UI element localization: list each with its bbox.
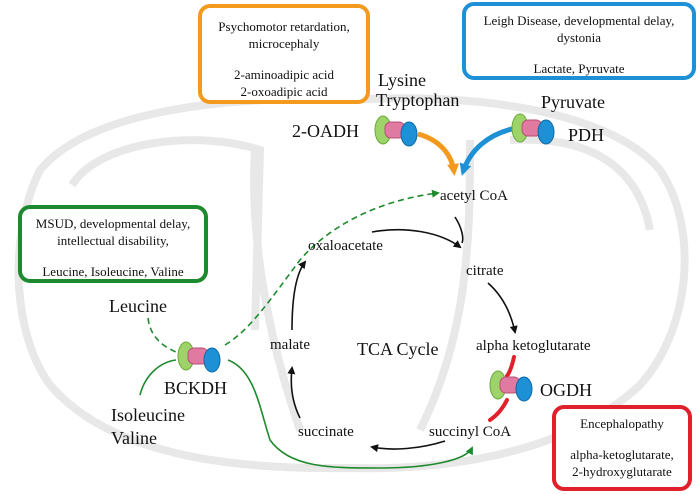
metabolite-succinyl-coa: succinyl CoA: [429, 424, 512, 440]
metabolite-acetyl-coa: acetyl CoA: [440, 188, 508, 204]
bckdh-enzyme-icon: [177, 341, 221, 373]
metabolite-alpha-ketoglutarate: alpha ketoglutarate: [476, 338, 591, 354]
enzyme-label-pdh: PDH: [568, 125, 605, 145]
tca-cycle-arrows: [287, 216, 518, 453]
tca-cycle-title: TCA Cycle: [357, 339, 439, 359]
isoleucine-valine-to-bckdh: [139, 359, 177, 396]
substrate-isoleucine: Isoleucine: [111, 405, 185, 425]
enzyme-label-bckdh: BCKDH: [164, 378, 228, 398]
bckdh-to-acetylcoa-arrow: [224, 189, 440, 346]
pdh-metabolite-line: Lactate, Pyruvate: [533, 61, 625, 76]
arrow-oxaloacetate-citrate: [371, 228, 462, 249]
metabolite-succinate: succinate: [298, 424, 354, 440]
arrow-succinate-malate: [287, 366, 301, 419]
bckdh-pathways: [139, 189, 473, 469]
bckdh-symptoms-line2: intellectual disability,: [57, 233, 169, 248]
ogdh-metabolite-line1: alpha-ketoglutarate,: [570, 447, 674, 462]
pdh-enzyme-icon: [511, 113, 555, 145]
pdh-disease-box: Leigh Disease, developmental delay, dyst…: [462, 2, 696, 80]
metabolite-oxaloacetate: oxaloacetate: [308, 238, 383, 254]
arrow-malate-oxaloacetate: [291, 260, 307, 331]
ogdh-red-arrows: [488, 355, 516, 422]
substrate-tryptophan: Tryptophan: [376, 90, 460, 110]
ogdh-symptoms-line: Encephalopathy: [580, 416, 664, 431]
arrow-citrate-alpha-kg: [487, 282, 518, 334]
oadh-disease-box: Psychomotor retardation, microcephaly 2-…: [198, 4, 370, 104]
metabolite-malate: malate: [270, 337, 310, 353]
oadh-metabolite-line2: 2-oxoadipic acid: [240, 84, 328, 99]
ogdh-metabolite-line2: 2-hydroxyglutarate: [572, 464, 672, 479]
bckdh-disease-box: MSUD, developmental delay, intellectual …: [18, 205, 208, 283]
leucine-to-bckdh-arrow: [147, 317, 177, 353]
metabolite-citrate: citrate: [466, 263, 504, 279]
enzyme-label-2-oadh: 2-OADH: [292, 121, 359, 141]
pdh-symptoms-line2: dystonia: [556, 30, 602, 45]
arrow-acetylcoa-citrate: [454, 216, 464, 244]
oadh-to-acetylcoa-arrow: [417, 131, 460, 176]
bckdh-metabolite-line: Leucine, Isoleucine, Valine: [42, 264, 184, 279]
pdh-symptoms-line1: Leigh Disease, developmental delay,: [483, 13, 675, 28]
bckdh-to-succinylcoa-arrow: [227, 359, 473, 469]
oadh-enzyme-icon: [374, 115, 418, 147]
oadh-symptoms-line1: Psychomotor retardation,: [218, 19, 350, 34]
substrate-valine: Valine: [111, 428, 157, 448]
ogdh-disease-box: Encephalopathy alpha-ketoglutarate, 2-hy…: [552, 405, 692, 491]
substrate-leucine: Leucine: [109, 296, 167, 316]
substrate-lysine: Lysine: [378, 70, 426, 90]
ogdh-enzyme-icon: [489, 370, 533, 402]
substrate-pyruvate: Pyruvate: [541, 92, 605, 112]
oadh-metabolite-line1: 2-aminoadipic acid: [234, 67, 334, 82]
bckdh-symptoms-line1: MSUD, developmental delay,: [35, 216, 191, 231]
enzyme-label-ogdh: OGDH: [540, 380, 592, 400]
pdh-to-acetylcoa-arrow: [459, 125, 517, 176]
arrow-succinyl-succinate: [370, 440, 446, 453]
oadh-symptoms-line2: microcephaly: [248, 36, 320, 51]
